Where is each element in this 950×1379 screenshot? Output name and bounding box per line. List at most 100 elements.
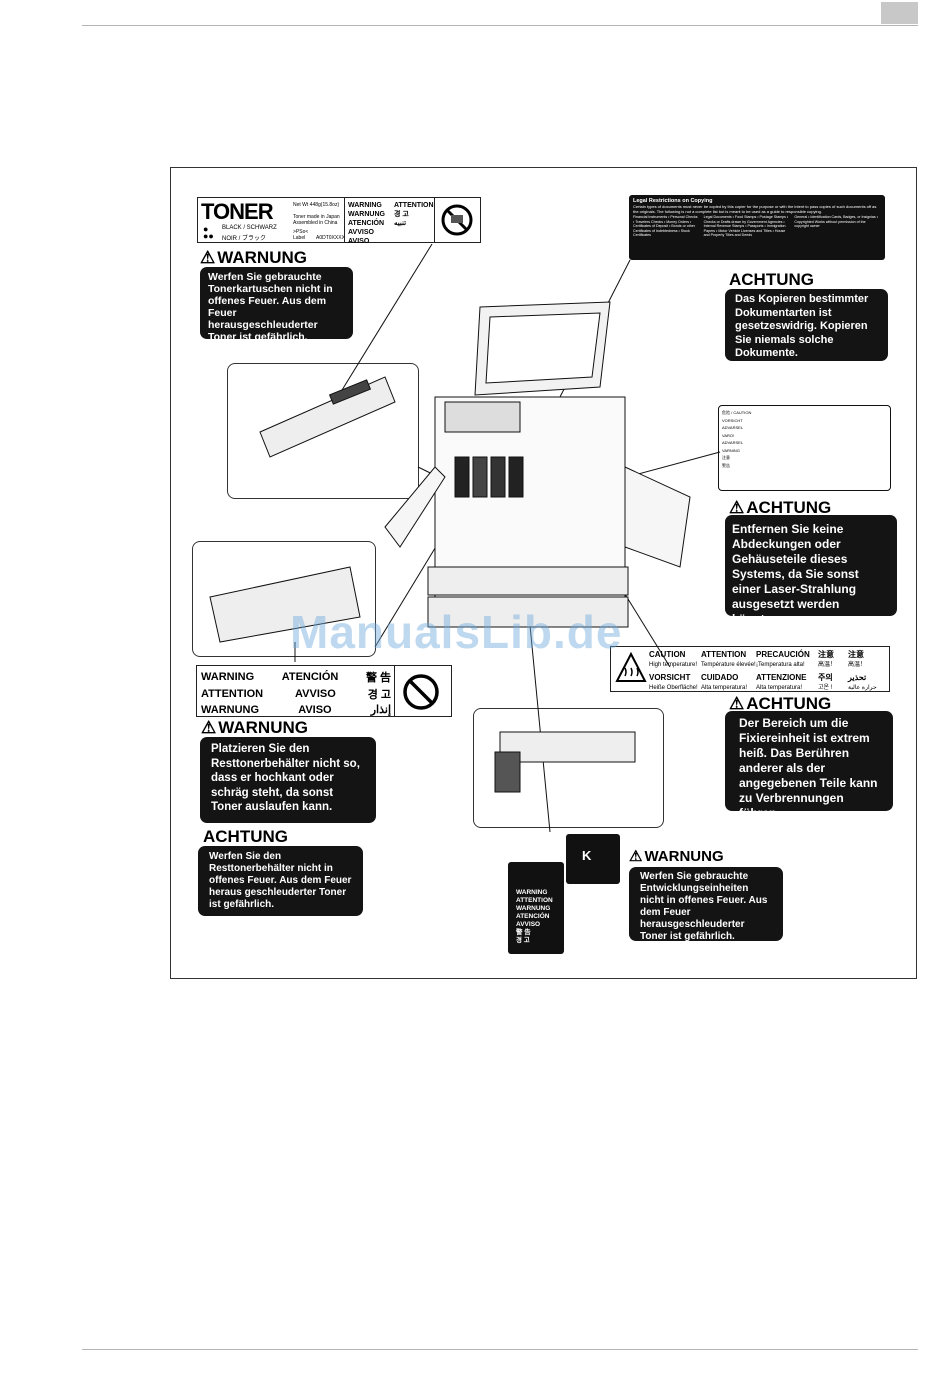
dev-k: K	[582, 848, 592, 863]
heat-d2: CUIDADO	[701, 673, 739, 682]
heat-c2: ATTENTION	[701, 650, 747, 659]
heat-d4s: 고온 !	[818, 685, 833, 691]
waste-r3a: WARNUNG	[201, 703, 260, 716]
dev-l5: AVVISO	[516, 921, 541, 928]
achtung-waste-text: Werfen Sie den Resttonerbehälter nicht i…	[198, 846, 363, 916]
heat-c1s: High temperature!	[649, 662, 698, 668]
heat-c4s: 高温！	[818, 662, 837, 668]
toner-attn-2: 경 고	[394, 211, 409, 218]
achtung-copy-text: Das Kopieren bestimmter Dokumentarten is…	[725, 289, 888, 361]
heat-label: CAUTION High temperature! ATTENTION Tempér…	[610, 646, 890, 692]
dev-l7: 경 고	[516, 937, 530, 944]
warnung-dev-text: Werfen Sie gebrauchte Entwicklungseinhei…	[629, 867, 783, 942]
warning-triangle-icon: ⚠	[729, 498, 745, 517]
heat-d1s: Heiße Oberfläche!	[649, 685, 698, 691]
toner-code: A0DT0XXXX	[316, 235, 345, 241]
heat-d2s: Alta temperatura!	[701, 685, 748, 691]
warning-triangle-icon: ⚠	[200, 248, 216, 267]
warning-triangle-icon: ⚠	[201, 718, 217, 737]
no-fire-icon	[440, 203, 474, 242]
toner-warn-3: ATENCIÓN	[348, 220, 385, 227]
legal-col3: General • Identification Cards, Badges, …	[794, 215, 878, 228]
toner-color-line1: BLACK / SCHWARZ	[222, 225, 277, 231]
heat-d4: 주의	[818, 673, 833, 682]
toner-attn-3: تنبيه	[394, 220, 407, 227]
dev-l3: WARNUNG	[516, 905, 551, 912]
waste-r1c: 警 告	[365, 672, 391, 684]
toner-psc-2: Label	[293, 235, 306, 241]
warnung-dev-heading: ⚠WARNUNG	[629, 847, 724, 866]
toner-color-line2: NOIR / ブラック	[222, 236, 267, 242]
no-fire-icon	[401, 672, 441, 717]
warnung-waste-heading: ⚠WARNUNG	[201, 718, 308, 737]
hot-surface-icon	[615, 651, 647, 689]
footer-rule	[82, 1349, 918, 1350]
laser-row: VARNING	[722, 447, 740, 453]
toner-psc-1: >PSo<	[293, 229, 309, 235]
toner-made-1: Toner made in Japan	[293, 214, 340, 220]
dev-l6: 警 告	[516, 929, 531, 936]
waste-r2c: 경 고	[367, 689, 391, 701]
heat-c4: 注意	[818, 650, 834, 659]
laser-row: 注意	[722, 455, 730, 460]
waste-r1a: WARNING	[201, 671, 255, 683]
heat-d3s: Alta temperatura!	[756, 685, 803, 691]
achtung-copy-heading: ACHTUNG	[729, 270, 814, 289]
waste-label: WARNING ATENCIÓN 警 告 ATTENTION AVVISO 경 …	[196, 665, 452, 717]
heat-c2s: Température élevée!	[701, 662, 756, 668]
heat-d5: تحذير	[848, 673, 867, 682]
waste-r3b: AVISO	[298, 703, 332, 716]
toner-warn-1: WARNING	[348, 202, 382, 209]
heat-c1: CAUTION	[649, 650, 686, 659]
laser-row: 警告	[722, 462, 730, 468]
waste-r3c: إنذار	[370, 704, 391, 716]
laser-row: VORSICHT	[722, 417, 743, 423]
page-tab	[881, 2, 918, 24]
dev-l1: WARNING	[516, 889, 548, 896]
copier-illustration	[209, 243, 721, 833]
warning-triangle-icon: ⚠	[729, 694, 745, 713]
heat-c5: 注意	[848, 650, 864, 659]
legal-title: Legal Restrictions on Copying	[633, 198, 713, 204]
achtung-laser-text: Entfernen Sie keine Abdeckungen oder Geh…	[725, 515, 897, 626]
toner-net-wt: Net Wt 448g(15.8oz)	[293, 202, 340, 208]
legal-col1: Financial Instruments • Personal Checks …	[633, 215, 698, 237]
waste-r2b: AVVISO	[295, 688, 336, 700]
toner-warn-4: AVVISO	[348, 229, 374, 236]
legal-col2: Legal Documents • Food Stamps • Postage …	[703, 215, 789, 237]
toner-attn-1: ATTENTION	[394, 202, 434, 209]
achtung-heat-text: Der Bereich um die Fixiereinheit ist ext…	[725, 711, 893, 820]
heat-c3: PRECAUCIÓN	[756, 650, 810, 659]
warnung-toner-heading: ⚠WARNUNG	[200, 248, 307, 267]
legal-label: Legal Restrictions on Copying Certain ty…	[629, 195, 885, 260]
toner-label-title: TONER	[201, 199, 274, 224]
waste-r2a: ATTENTION	[201, 688, 264, 700]
watermark: ManualsLib.de	[290, 606, 623, 658]
dev-l4: ATENCIÓN	[516, 913, 550, 920]
laser-row: 危险 / CAUTION	[722, 410, 752, 415]
warning-triangle-icon: ⚠	[629, 848, 643, 865]
achtung-laser-heading: ⚠ACHTUNG	[729, 498, 832, 517]
achtung-heat-heading: ⚠ACHTUNG	[729, 694, 832, 713]
laser-row: VARO!	[722, 432, 735, 438]
header-rule	[82, 25, 918, 26]
heat-c3s: ¡Temperatura alta!	[756, 662, 805, 668]
achtung-waste-heading: ACHTUNG	[203, 827, 288, 846]
laser-row: ADVARSEL	[722, 440, 744, 445]
dev-l2: ATTENTION	[516, 897, 553, 904]
toner-dots-icon: ● ●●	[203, 224, 214, 241]
toner-warn-5: AVISO	[348, 238, 370, 245]
toner-label: TONER ● ●● BLACK / SCHWARZ NOIR / ブラック N…	[197, 197, 481, 245]
laser-row: ADVARSEL	[722, 425, 744, 430]
laser-label: 危险 / CAUTION VORSICHT ADVARSEL VARO! ADV…	[718, 405, 891, 491]
dev-unit-label: K WARNING ATTENTION WARNUNG ATENCIÓN AVV…	[508, 834, 620, 954]
heat-c5s: 高温！	[848, 662, 867, 668]
legal-body: Certain types of documents must never be…	[633, 204, 877, 214]
warnung-toner-text: Werfen Sie gebrauchte Tonerkartuschen ni…	[200, 267, 353, 343]
heat-d1: VORSICHT	[649, 673, 691, 682]
warnung-waste-text: Platzieren Sie den Resttonerbehälter nic…	[200, 737, 376, 823]
heat-d5s: حرارة عالية	[848, 685, 877, 691]
toner-warn-2: WARNUNG	[348, 211, 385, 218]
heat-d3: ATTENZIONE	[756, 673, 807, 682]
waste-r1b: ATENCIÓN	[281, 671, 339, 683]
